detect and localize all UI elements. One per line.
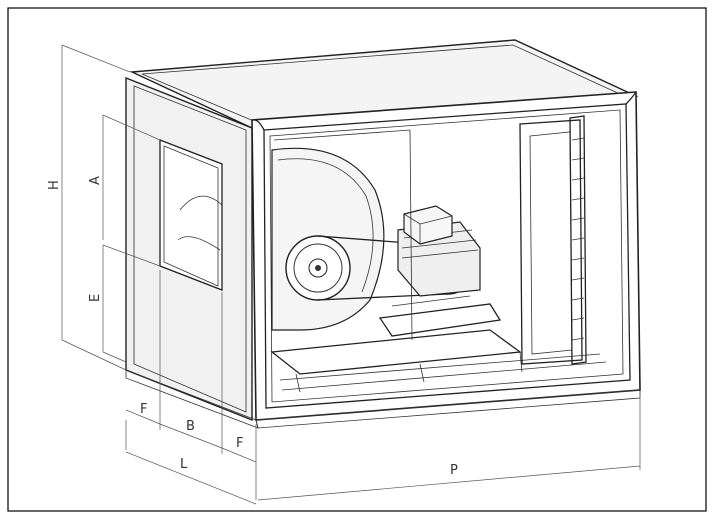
fan-assembly [271,147,502,337]
damper-slats [571,137,585,341]
dimension-lines [61,44,641,505]
dim-label-P: P [450,463,458,478]
dim-label-A: A [88,176,103,185]
motor-rail [378,303,502,337]
motor-terminal-box [403,205,453,245]
drawing-border [7,7,707,512]
dim-label-F-left: F [140,402,147,417]
dim-label-L: L [180,457,188,472]
base-frame [270,329,607,393]
dim-label-B: B [186,419,195,434]
dim-label-E: E [88,294,103,302]
inlet-opening [159,139,223,291]
dim-label-F-right: F [236,436,243,451]
dim-label-H: H [47,180,62,190]
rear-panel [273,115,587,365]
